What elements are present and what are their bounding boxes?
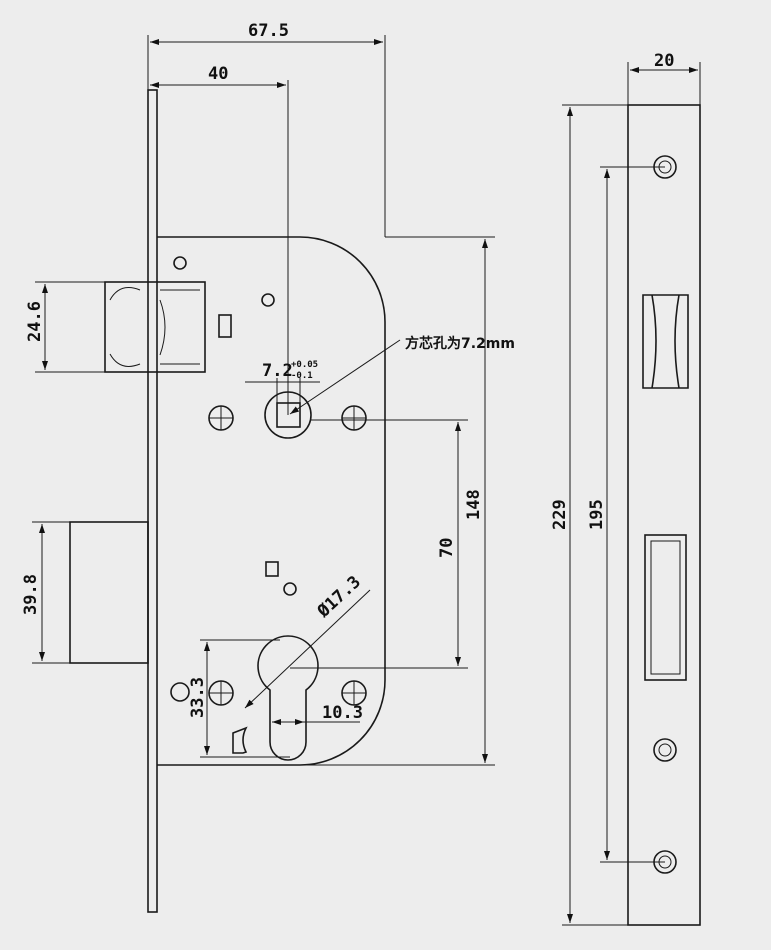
dim-center-distance: 70 (437, 538, 457, 558)
small-slot (265, 561, 279, 577)
spindle-note: 方芯孔为7.2mm (405, 335, 515, 352)
dim-deadbolt-height: 39.8 (21, 574, 41, 615)
dim-cylinder-width: 10.3 (322, 703, 363, 723)
dim-spindle: 7.2 (262, 361, 293, 381)
dim-screw-spacing: 195 (587, 499, 607, 530)
latch-bolt (104, 281, 206, 373)
slot (218, 314, 232, 338)
tab (232, 726, 248, 754)
small-hole (261, 293, 275, 307)
dim-faceplate-width: 20 (654, 51, 674, 71)
deadbolt-slot (644, 534, 687, 681)
deadbolt (69, 521, 149, 664)
faceplate-side (147, 89, 158, 913)
faceplate-view: 20 229 195 (550, 51, 701, 926)
cylinder-hole (257, 635, 319, 761)
dim-faceplate-length: 229 (550, 499, 570, 530)
tol-upper: +0.05 (291, 360, 318, 370)
tol-lower: -0.1 (291, 371, 313, 381)
screw-hole-icon (208, 405, 367, 706)
small-hole (170, 682, 190, 702)
small-hole (283, 582, 297, 596)
faceplate (627, 104, 701, 926)
small-hole (173, 256, 187, 270)
lock-case (157, 236, 386, 766)
screw-hole-icon (653, 155, 677, 874)
dim-latch-height: 24.6 (25, 301, 45, 342)
front-view: 67.5 40 24.6 39.8 7.2 +0.05 -0.1 方芯孔为7.2… (21, 21, 515, 913)
dim-case-depth: 67.5 (248, 21, 289, 41)
latch-cutout (642, 294, 689, 389)
dim-case-height: 148 (464, 489, 484, 520)
dim-backset: 40 (208, 64, 228, 84)
dim-cylinder-height: 33.3 (188, 677, 208, 718)
dim-cylinder-diameter: Ø17.3 (313, 572, 365, 622)
